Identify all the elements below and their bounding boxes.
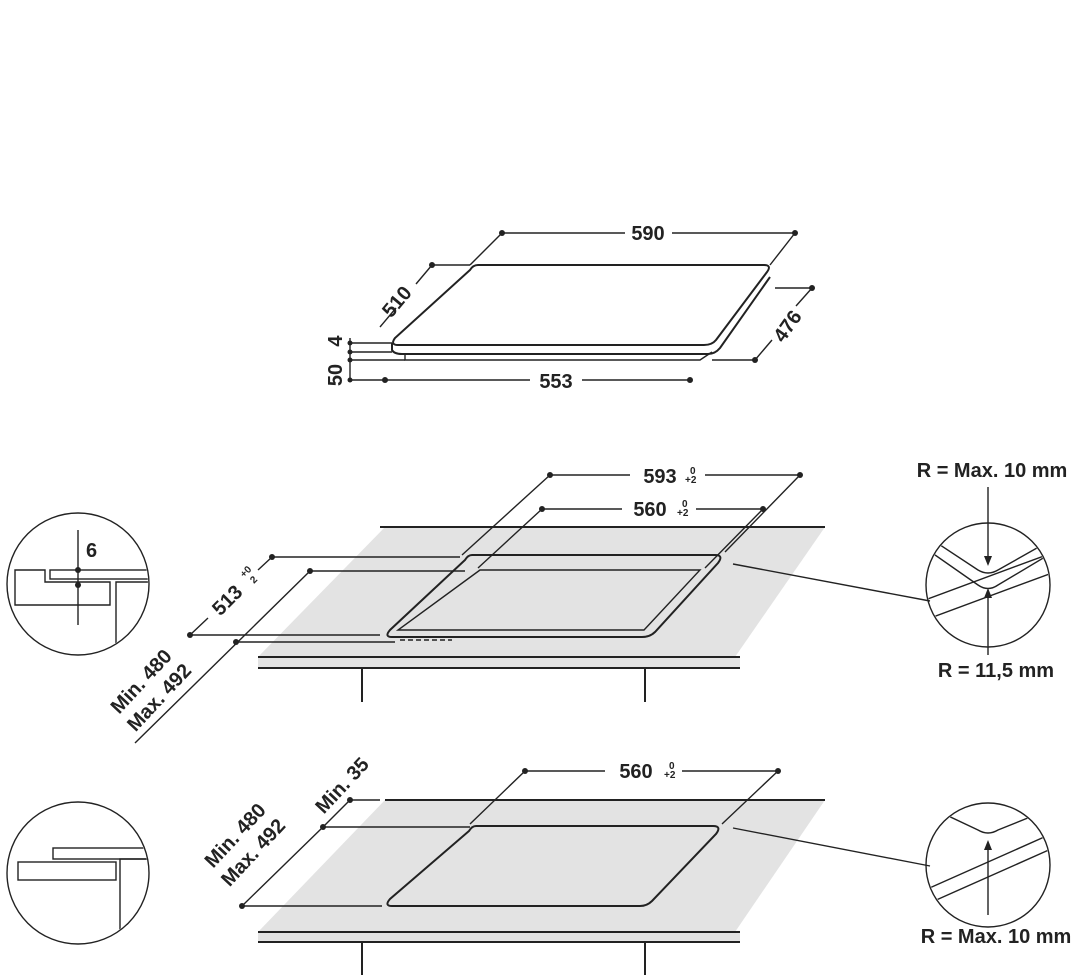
dim-hob-width: 590 [631,223,664,245]
hob-base [404,351,713,361]
label-outer-radius: R = Max. 10 mm [917,460,1068,482]
standard-cutout [386,825,720,907]
dimension-height: 4 50 [325,335,405,386]
dim-hob-depth: 510 [378,282,416,322]
tol-upper: 0 [690,466,696,477]
detail-circle-corner-flush: R = Max. 10 mm R = 11,5 mm [732,460,1068,682]
dimension-553: 553 [382,371,693,393]
dimension-560-standard: 560 0 +2 [469,761,781,825]
dimension-590: 590 [469,223,798,266]
standard-worktop [258,799,825,975]
dim-glass-thickness: 4 [325,335,347,347]
tol-lower: 2 [248,574,260,586]
hob-glass-top [392,264,770,346]
hob-perspective [391,264,771,361]
tol-upper: 0 [669,761,675,772]
label-inner-radius: R = 11,5 mm [938,660,1054,682]
label-corner-radius: R = Max. 10 mm [921,926,1072,948]
dimension-560-flush: 560 0 +2 [477,499,766,569]
tol-lower: +2 [685,475,697,486]
flush-cutout-inner [395,569,702,631]
dim-base-depth: 476 [770,307,807,347]
detail-circle-recess: 6 [6,512,150,656]
dim-outer-depth: 513 [208,581,247,620]
detail-circle-standard [6,801,150,945]
hob-glass-edge [391,276,771,355]
dim-width: 560 [619,761,652,783]
dim-front-min: Min. 35 [311,754,373,819]
dim-recess: 6 [86,540,97,562]
dimension-510: 510 [378,262,470,328]
tol-lower: +2 [664,770,676,781]
dim-inner-width: 560 [633,499,666,521]
dim-base-width: 553 [539,371,572,393]
dim-hob-height: 50 [325,364,347,386]
dim-outer-width: 593 [643,466,676,488]
flush-worktop [258,526,825,702]
detail-circle-corner-standard: R = Max. 10 mm [732,802,1072,948]
tol-upper: 0 [682,499,688,510]
tol-lower: +2 [677,508,689,519]
flush-cutout-outer [386,554,722,638]
dimension-593: 593 0 +2 [461,466,803,556]
